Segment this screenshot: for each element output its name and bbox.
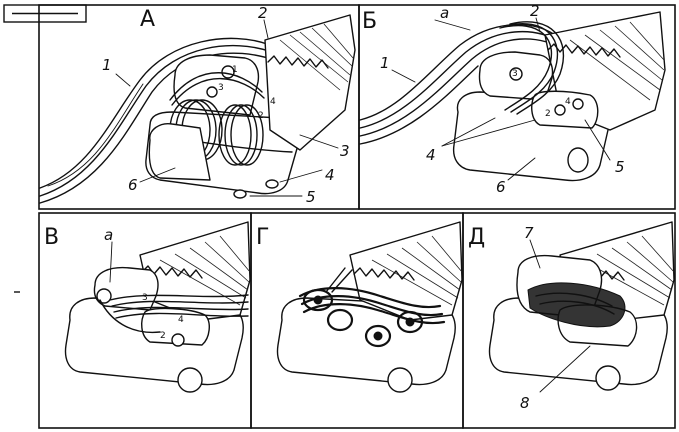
panel-v-inner-2: 2 xyxy=(160,331,166,341)
panel-a-inner-2: 2 xyxy=(258,111,264,121)
panel-g-comb xyxy=(353,267,415,281)
panel-a-inner-4: 4 xyxy=(270,97,276,107)
panel-g: Г xyxy=(250,212,464,429)
panel-b-callout-4: 4 xyxy=(426,146,436,164)
panel-a-grommet xyxy=(221,65,235,79)
panel-a-callout-1: 1 xyxy=(102,56,112,74)
panel-v-line-loops xyxy=(99,294,249,334)
panel-b-grommet-2 xyxy=(554,104,566,116)
panel-a-inner-3: 3 xyxy=(218,83,224,93)
panel-v: В а 3 4 2 xyxy=(38,212,252,429)
panel-v-lower-flap xyxy=(141,307,210,346)
panel-b-callout-5: 5 xyxy=(615,158,625,176)
panel-a-callout-4: 4 xyxy=(325,166,335,184)
panel-d-roll-end xyxy=(595,365,621,391)
panel-a-lower-flap xyxy=(148,123,211,181)
panel-b-callout-a: а xyxy=(440,4,449,22)
panel-b-callout-1: 1 xyxy=(380,54,390,72)
panel-a-ring xyxy=(265,179,279,189)
panel-b-letter: Б xyxy=(362,9,377,34)
panel-d-callout-7: 7 xyxy=(524,224,534,242)
panel-b-grommet xyxy=(509,67,523,81)
panel-v-grommet-2 xyxy=(171,333,185,347)
panel-v-letter: В xyxy=(44,225,59,250)
panel-b-inner-3: 3 xyxy=(512,69,518,79)
panel-a-callout-6: 6 xyxy=(128,176,138,194)
panel-d: Д 7 8 xyxy=(462,212,676,429)
panel-d-letter: Д xyxy=(468,225,485,250)
panel-g-bundled-loops xyxy=(298,267,446,348)
panel-g-roll-end xyxy=(387,367,413,393)
legend-symbol xyxy=(3,4,87,23)
panel-a: А 1 2 3 4 5 6 1 2 3 4 xyxy=(38,4,360,210)
panel-a-flap xyxy=(264,14,356,151)
panel-b-lines-bundle xyxy=(359,23,566,145)
panel-b-callout-6: 6 xyxy=(496,178,506,196)
panel-a-grommet-2 xyxy=(206,86,218,98)
panel-b-inner-4: 4 xyxy=(565,97,571,107)
panel-a-callout-3: 3 xyxy=(340,142,350,160)
panel-v-callout-a: а xyxy=(104,226,113,244)
panel-b-inner-2: 2 xyxy=(545,109,551,119)
panel-d-callout-8: 8 xyxy=(520,394,530,412)
panel-b-roll-end xyxy=(567,147,589,173)
panel-d-stowed-bundle xyxy=(527,282,626,328)
panel-g-letter: Г xyxy=(256,225,269,250)
panel-a-comb xyxy=(267,55,329,69)
panel-v-roll-end xyxy=(177,367,203,393)
panel-b-grommet-3 xyxy=(572,98,584,110)
panel-a-callout-2: 2 xyxy=(258,4,268,22)
panel-b: Б а 2 1 4 5 6 3 4 2 xyxy=(358,2,676,210)
panel-a-ring-2 xyxy=(233,189,247,199)
panel-v-inner-4: 4 xyxy=(178,315,184,325)
panel-a-lines-bundle xyxy=(39,37,275,204)
panel-b-callout-2: 2 xyxy=(530,2,540,20)
panel-v-inner-3: 3 xyxy=(142,293,148,303)
panel-b-frame xyxy=(358,4,676,210)
panel-d-frame xyxy=(462,212,676,429)
panel-a-callout-5: 5 xyxy=(306,188,316,206)
panel-a-inner-1: 1 xyxy=(232,65,238,75)
panel-a-letter: А xyxy=(140,7,155,32)
panel-b-comb xyxy=(547,43,621,58)
panel-v-grommet xyxy=(96,288,112,304)
